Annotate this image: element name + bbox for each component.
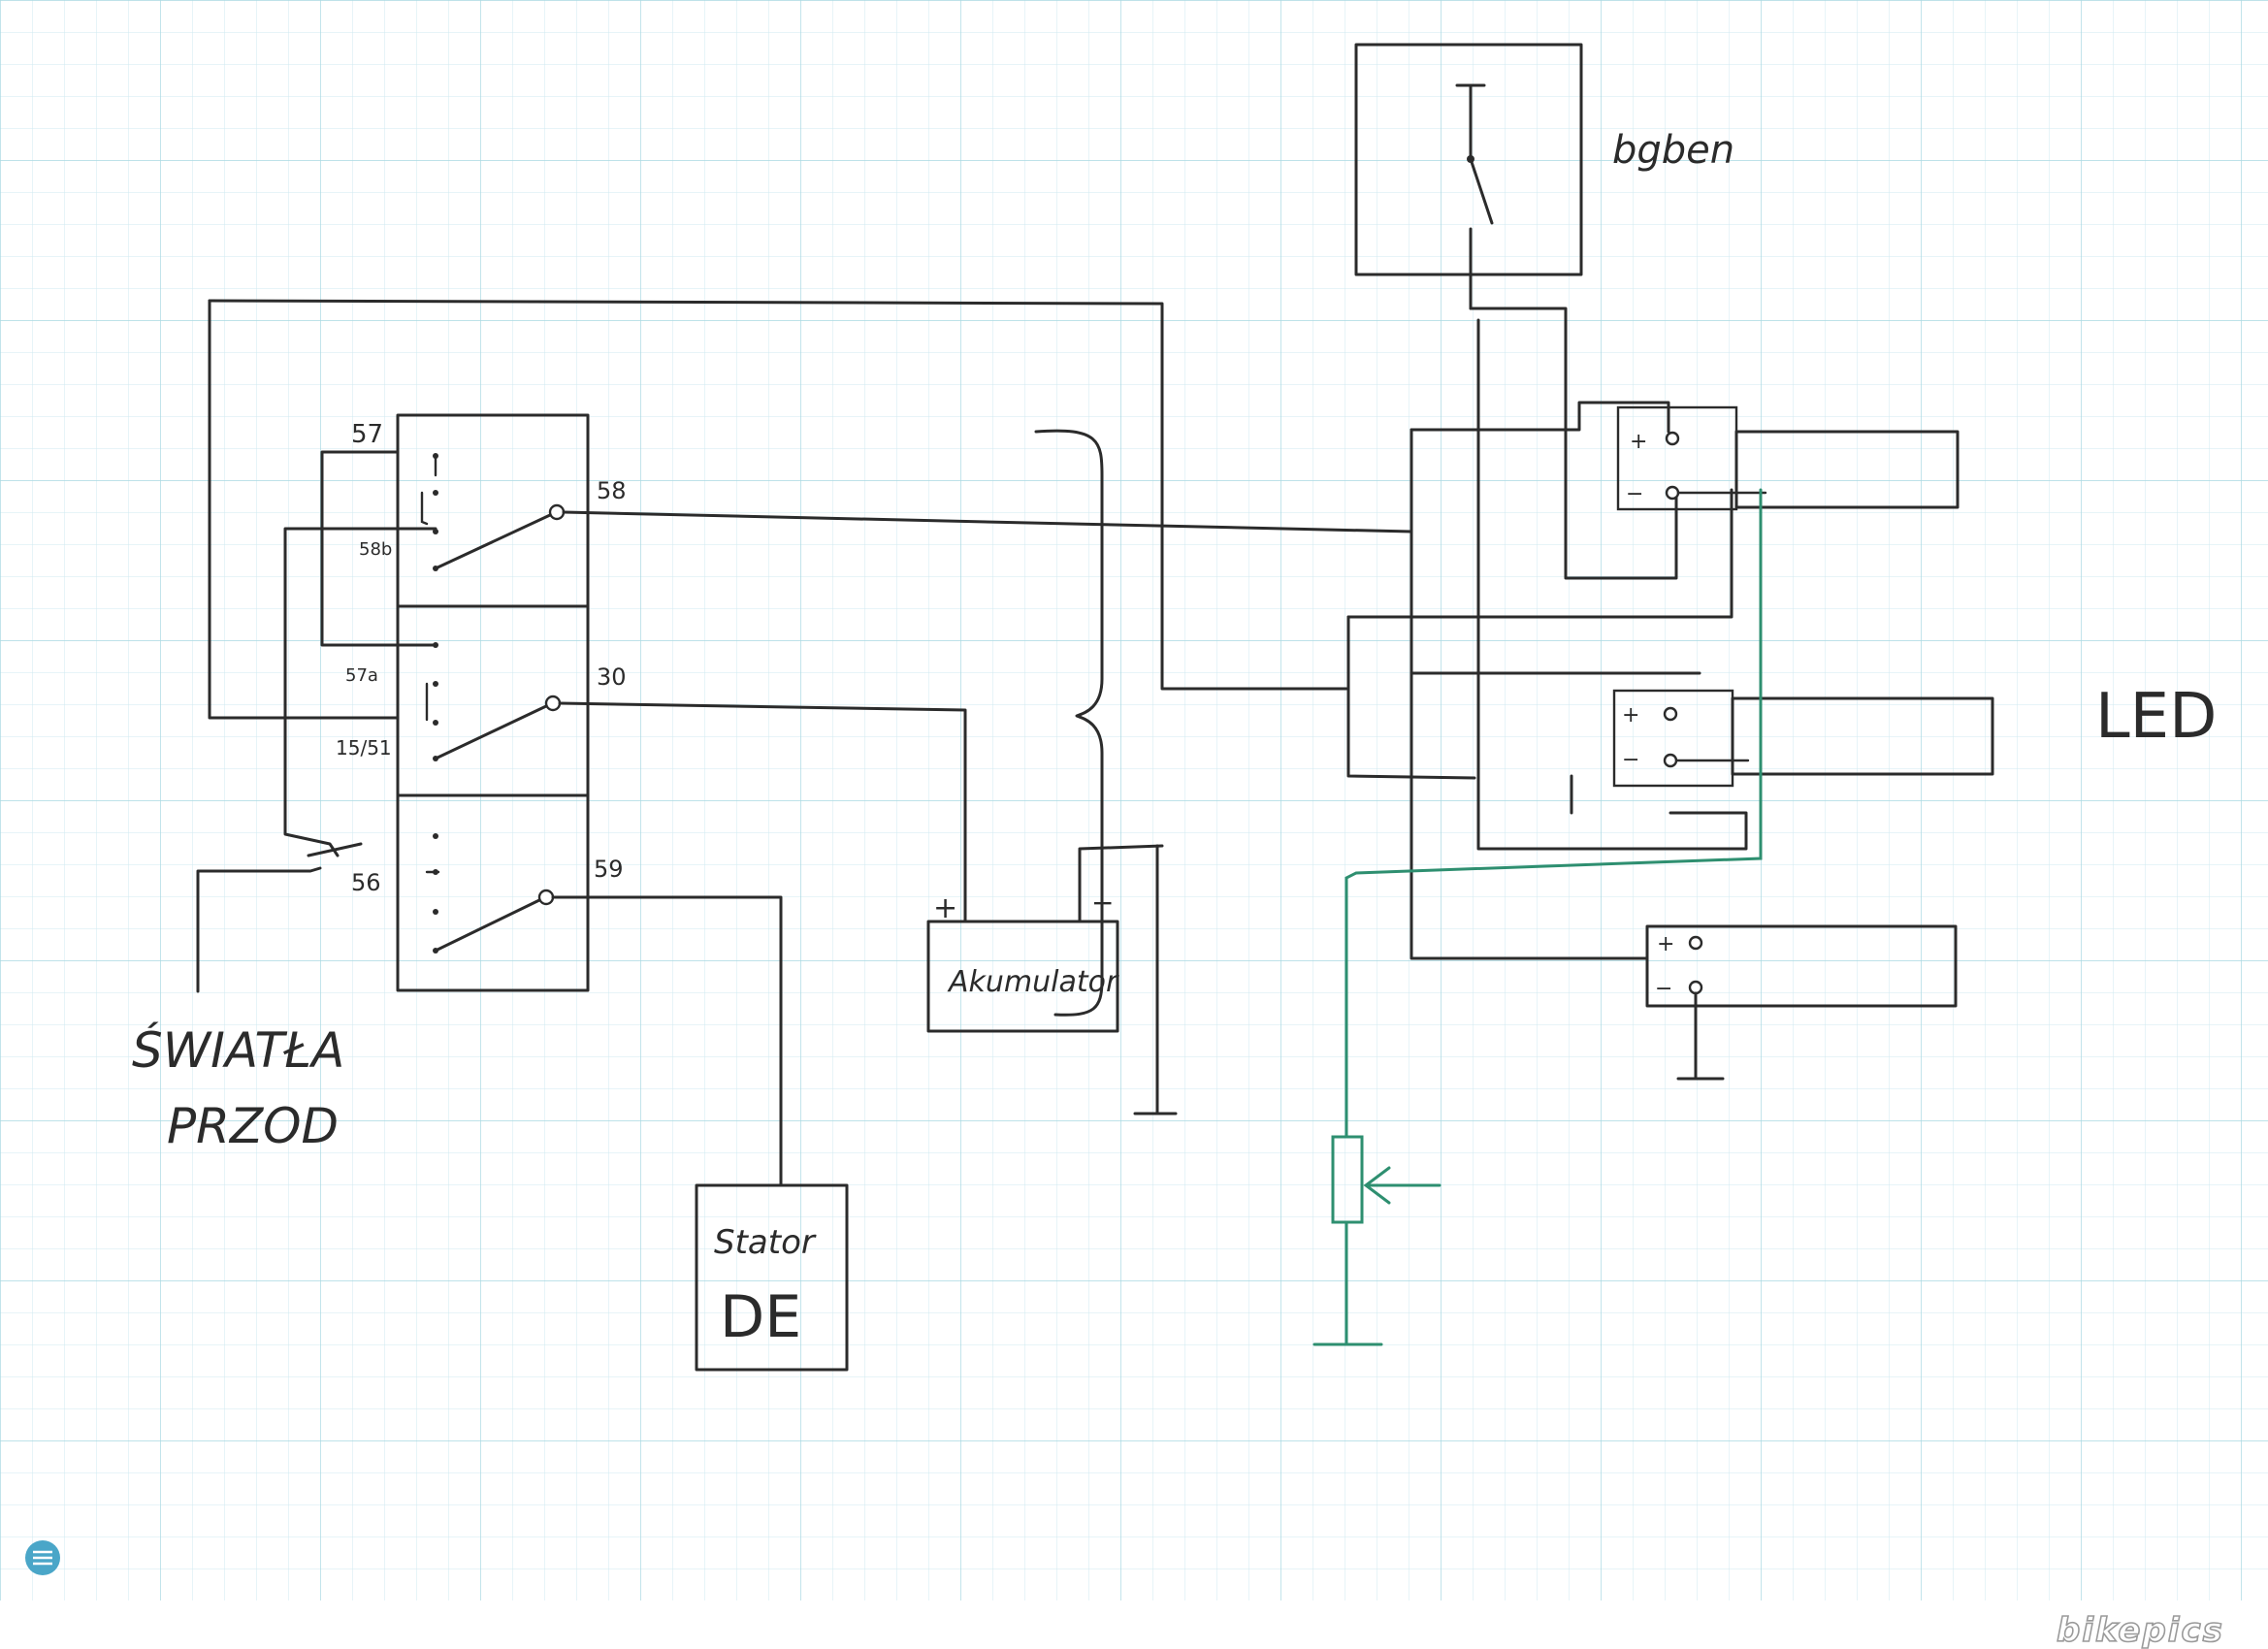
led-strip-3 [1645, 924, 1958, 1081]
label-terminal-58: 58 [597, 477, 627, 504]
label-terminal-56: 56 [351, 869, 381, 896]
left-wiring [196, 299, 1413, 1187]
front-lights-label-2: PRZOD [167, 1098, 339, 1154]
graph-paper-grid [0, 0, 2268, 1600]
stator-box [695, 1183, 849, 1372]
label-terminal-59: 59 [594, 856, 624, 883]
led1-minus: − [1626, 482, 1643, 506]
led3-plus: + [1657, 932, 1674, 956]
led2-plus: + [1622, 703, 1639, 728]
label-terminal-30: 30 [597, 663, 627, 691]
contact-59 [537, 889, 555, 906]
battery-symbol [926, 844, 1178, 1116]
corner-logo [25, 1540, 60, 1575]
front-lights-label: ŚWIATŁA [132, 1021, 344, 1079]
speedo-label: bgben [1612, 128, 1734, 173]
watermark: bikepics [2057, 1611, 2224, 1649]
bottom-margin [0, 1600, 2268, 1649]
battery-plus-label: + [933, 891, 957, 925]
led3-minus: − [1655, 977, 1672, 1001]
dimmer-potentiometer [1312, 488, 1763, 1346]
led2-minus: − [1622, 748, 1639, 772]
battery-label: Akumulator [947, 965, 1119, 999]
label-terminal-57a: 57a [345, 665, 378, 686]
led-label: LED [2095, 681, 2217, 753]
speedo-switch-box [1354, 43, 1583, 310]
led-bus-wiring [1346, 307, 1748, 960]
led-strip-1 [1616, 405, 1960, 511]
stator-label: Stator [714, 1223, 817, 1262]
led-brace [1034, 429, 1104, 1017]
led-strip-2 [1612, 689, 1994, 788]
stator-de-label: DE [720, 1283, 801, 1351]
contact-30 [544, 695, 562, 712]
led1-plus: + [1630, 430, 1647, 454]
label-terminal-15-51: 15/51 [336, 736, 392, 760]
contact-58 [548, 503, 566, 521]
label-terminal-57: 57 [351, 420, 383, 449]
label-terminal-58b: 58b [359, 539, 392, 560]
